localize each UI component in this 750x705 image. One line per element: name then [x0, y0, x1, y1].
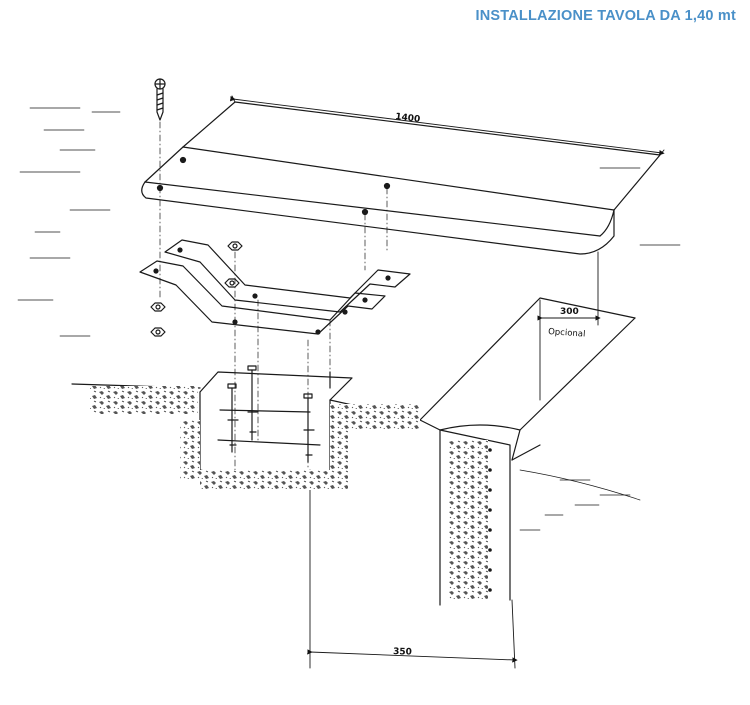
nut-icon	[150, 241, 243, 337]
dimension-label-1400: 1400	[395, 112, 421, 125]
page-title: INSTALLAZIONE TAVOLA DA 1,40 mt	[475, 8, 736, 24]
screw-icon	[154, 78, 166, 121]
dimension-350	[307, 469, 518, 669]
masonry-texture	[90, 386, 492, 600]
anchor-pit	[199, 365, 331, 479]
diving-board	[141, 101, 661, 255]
dimension-label-opcional: Opcional	[548, 327, 586, 340]
dimension-label-350: 350	[393, 647, 412, 658]
dimension-label-300: 300	[560, 307, 579, 317]
mounting-bracket	[139, 239, 411, 335]
ground-texture	[17, 107, 681, 531]
pool-deck	[71, 297, 636, 606]
dimension-300	[537, 251, 601, 401]
dimension-1400	[229, 95, 665, 156]
